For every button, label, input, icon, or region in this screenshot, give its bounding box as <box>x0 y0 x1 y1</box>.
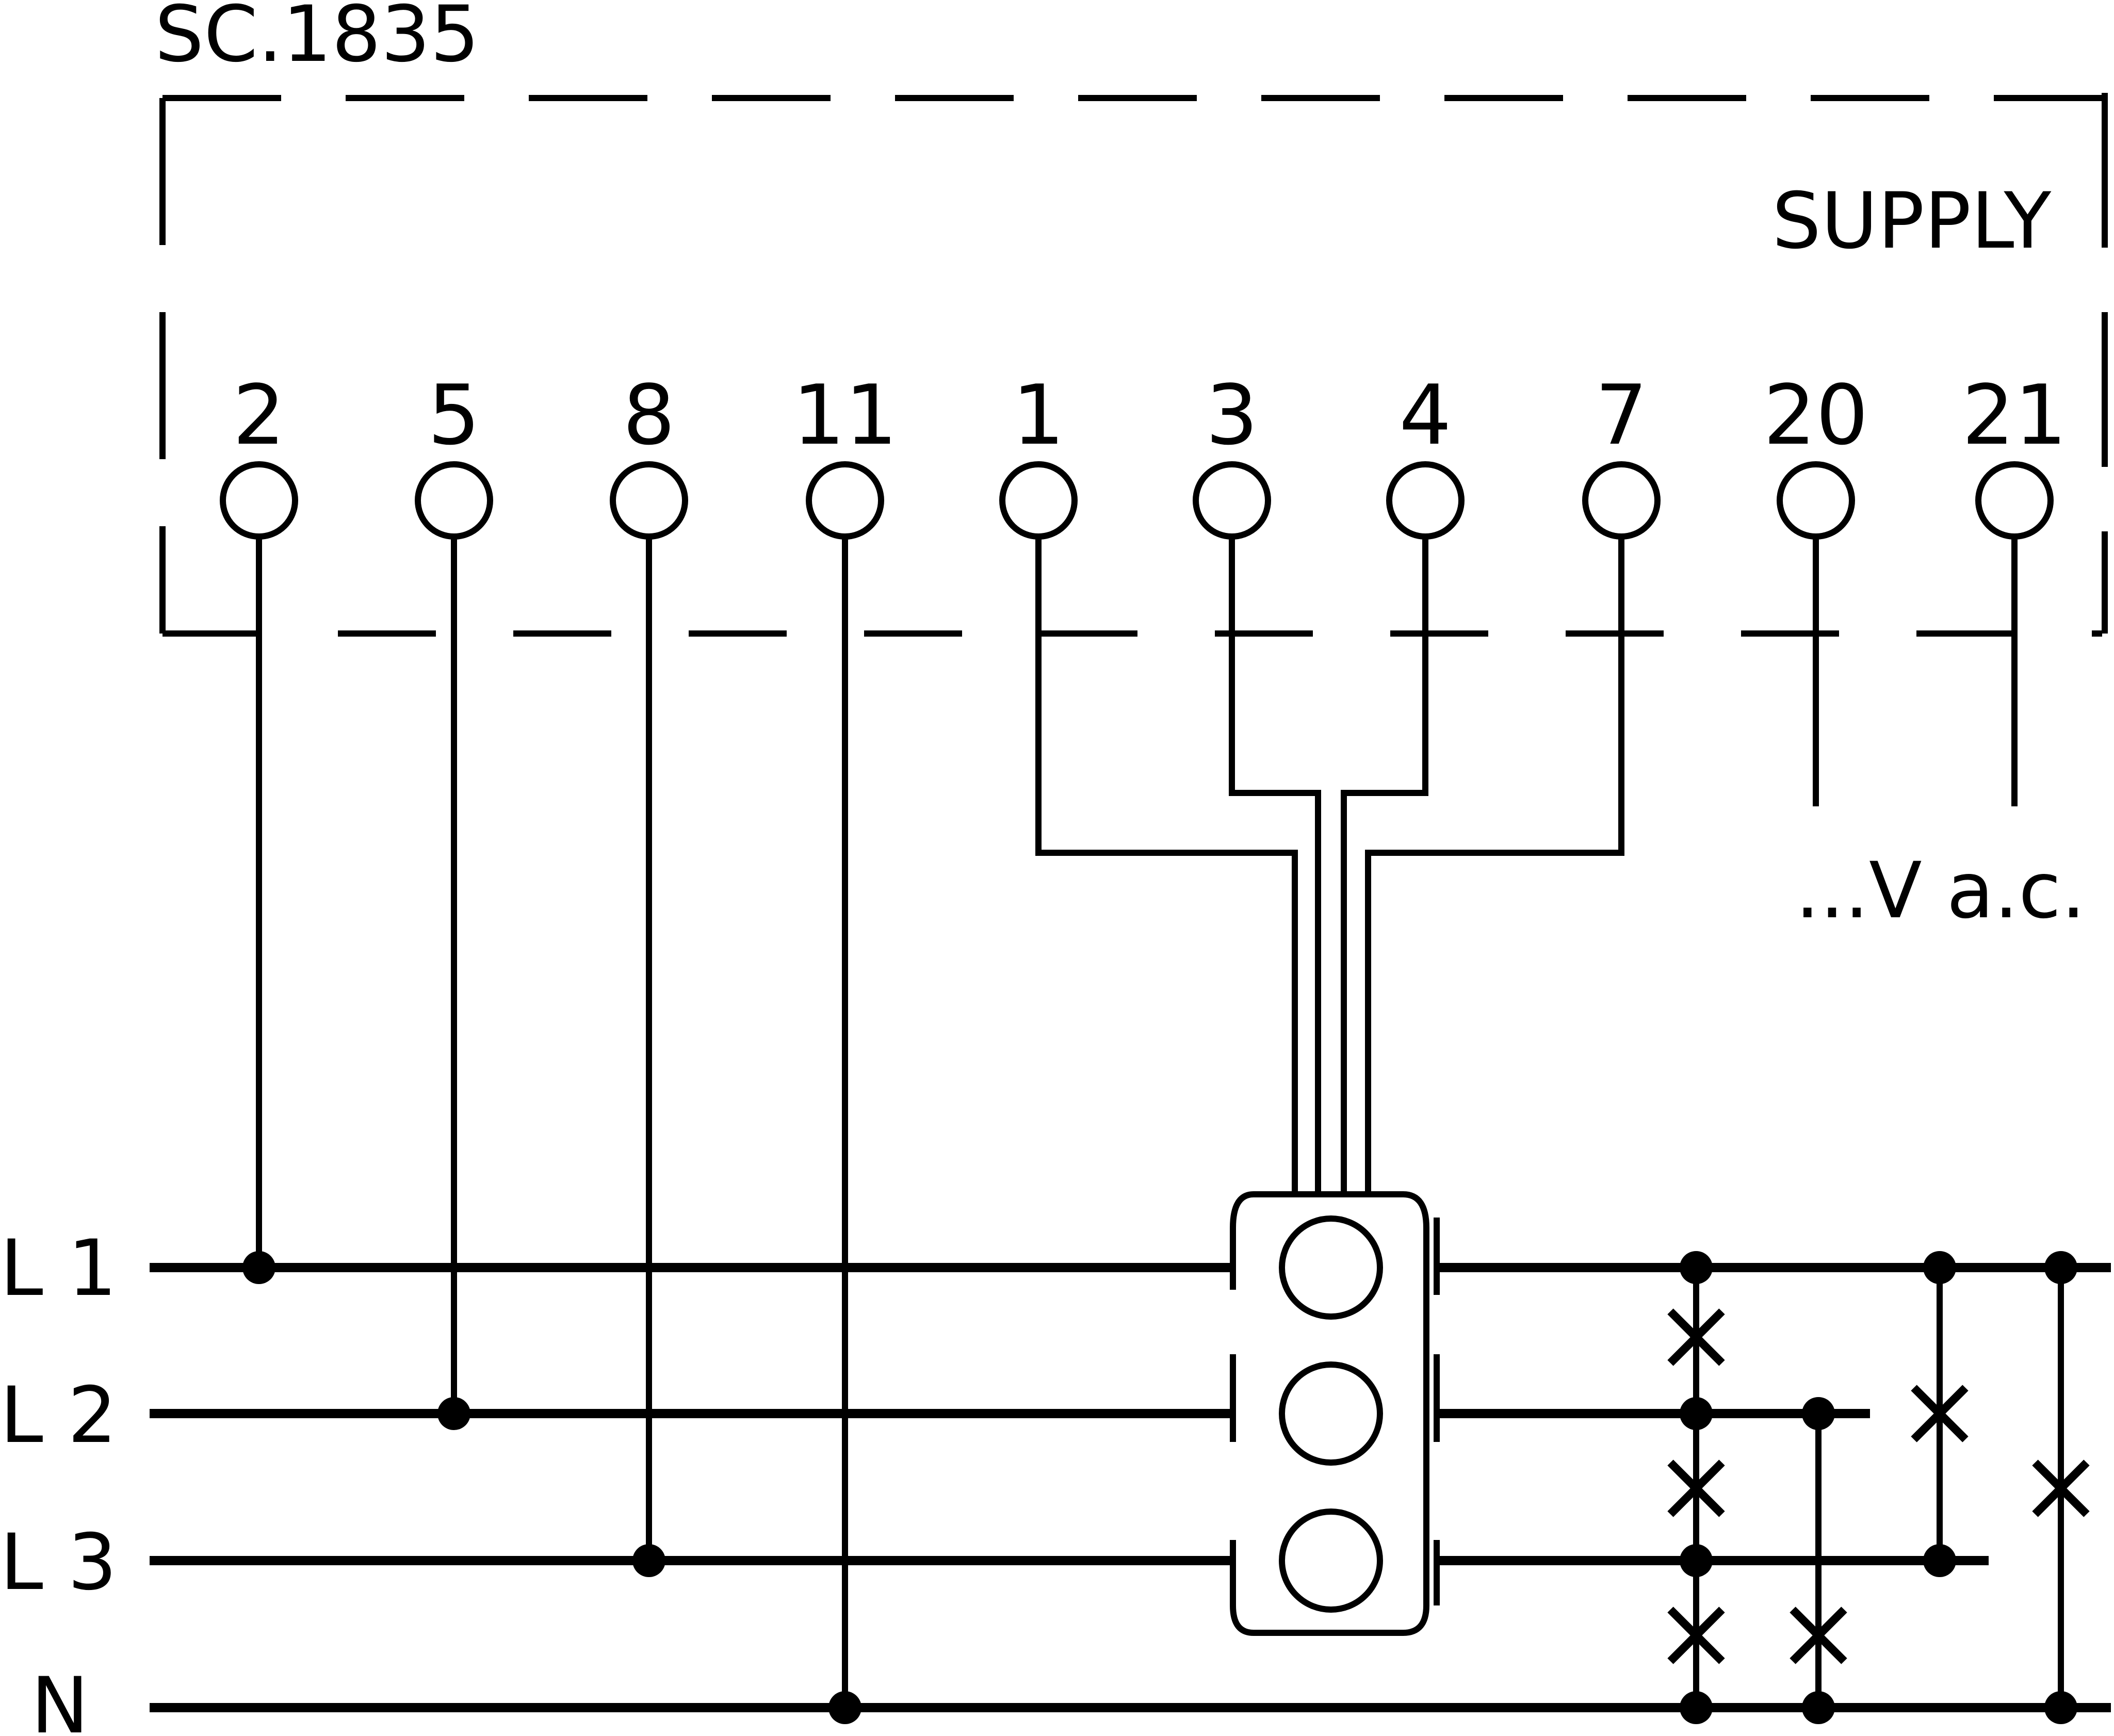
bus-lines <box>150 1263 2111 1712</box>
junction-dot <box>1680 1691 1713 1724</box>
junction-dot <box>1802 1397 1835 1430</box>
switch-network <box>1693 1268 2064 1708</box>
terminal-circle <box>999 461 1078 540</box>
terminal-circle <box>806 461 884 540</box>
junction-dot <box>1802 1691 1835 1724</box>
junction-dot <box>632 1544 665 1577</box>
bus-label-n: N <box>31 1661 89 1736</box>
cross-mark <box>1790 1607 1847 1664</box>
bus-labels: L 1 L 2 L 3 N <box>0 1224 117 1736</box>
terminal-circle <box>1777 461 1855 540</box>
cross-mark <box>1667 1459 1725 1517</box>
terminal-circle <box>220 461 298 540</box>
junction-dot <box>1923 1251 1956 1284</box>
terminal-circle <box>1582 461 1661 540</box>
terminal-number: 2 <box>233 367 285 463</box>
terminal-number: 11 <box>792 367 898 463</box>
terminal-numbers: 2 5 8 11 1 3 4 7 20 21 <box>233 367 2067 463</box>
terminal-number: 5 <box>428 367 480 463</box>
voltage-wires <box>256 537 848 1708</box>
cross-mark <box>1667 1308 1725 1366</box>
terminal-circle <box>1193 461 1271 540</box>
cross-marks <box>1667 1308 2090 1664</box>
terminal-number: 1 <box>1012 367 1065 463</box>
junction-dot <box>437 1397 470 1430</box>
ct-l1-circle <box>1279 1215 1383 1320</box>
terminal-number: 4 <box>1399 367 1452 463</box>
junction-dots <box>242 1251 2077 1724</box>
terminal-circle <box>415 461 493 540</box>
terminal-number: 20 <box>1763 367 1868 463</box>
terminal-circle <box>610 461 688 540</box>
junction-dot <box>1680 1251 1713 1284</box>
cross-mark <box>1911 1385 1969 1442</box>
junction-dot <box>1680 1397 1713 1430</box>
ct-l3-circle <box>1279 1508 1383 1613</box>
terminal-circles <box>220 461 2054 540</box>
terminal-circle <box>1975 461 2054 540</box>
cross-mark <box>1667 1607 1725 1664</box>
terminal-number: 21 <box>1962 367 2067 463</box>
bus-label-l1: L 1 <box>0 1224 117 1313</box>
supply-label: SUPPLY <box>1772 176 2052 266</box>
ct-l2-circle <box>1279 1361 1383 1466</box>
terminal-number: 7 <box>1595 367 1648 463</box>
junction-dot <box>2044 1691 2077 1724</box>
terminal-number: 3 <box>1206 367 1258 463</box>
terminal-number: 8 <box>623 367 675 463</box>
voltage-label: ...V a.c. <box>1795 846 2086 936</box>
junction-dot <box>828 1691 861 1724</box>
junction-dot <box>1680 1544 1713 1577</box>
device-enclosure <box>159 93 2108 637</box>
junction-dot <box>1923 1544 1956 1577</box>
junction-dot <box>242 1251 275 1284</box>
bus-label-l3: L 3 <box>0 1518 117 1608</box>
current-transformer-block <box>1230 1191 1440 1636</box>
terminal-circle <box>1386 461 1465 540</box>
junction-dot <box>2044 1251 2077 1284</box>
model-label: SC.1835 <box>155 0 479 79</box>
supply-wires <box>1813 537 2018 806</box>
current-wires <box>1035 537 1624 1194</box>
cross-mark <box>2032 1459 2090 1517</box>
bus-label-l2: L 2 <box>0 1371 117 1461</box>
